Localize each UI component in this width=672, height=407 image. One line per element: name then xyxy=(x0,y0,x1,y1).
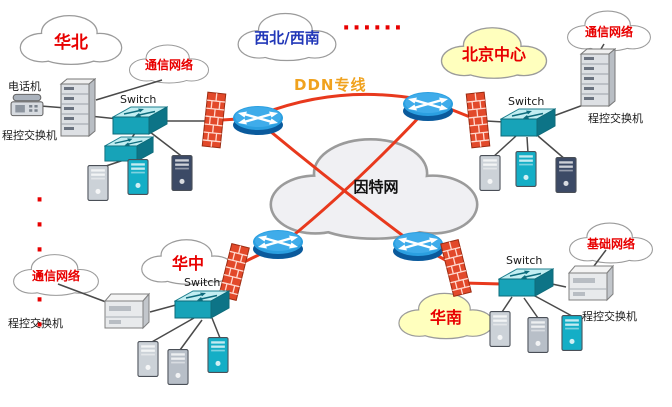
router-icon xyxy=(402,90,454,122)
firewall-icon xyxy=(440,238,472,298)
router-icon xyxy=(392,230,444,262)
cloud-base-network-br: 基础网络 xyxy=(568,220,654,266)
pbx-cabinet-icon xyxy=(104,293,150,329)
pc-tower-icon xyxy=(137,341,159,377)
region-northwest-label: 西北/西南 xyxy=(254,28,320,47)
switch-icon xyxy=(174,290,230,319)
pbx-server-stack-icon xyxy=(580,48,616,107)
pc-tower-icon xyxy=(561,315,583,351)
cloud-region-central: 华中 xyxy=(140,236,236,288)
pc-tower-icon xyxy=(167,349,189,385)
switch-icon xyxy=(112,106,168,135)
pbx-label-bl: 程控交换机 xyxy=(8,317,63,330)
pc-tower-icon xyxy=(207,337,229,373)
comm-network-bl-label: 通信网络 xyxy=(31,268,80,283)
pbx-label-br: 程控交换机 xyxy=(582,310,637,323)
cloud-beijing-center: 北京中心 xyxy=(438,24,550,82)
region-north-label: 华北 xyxy=(54,32,88,53)
switch-label-bl: Switch xyxy=(184,276,221,289)
telephone-icon xyxy=(10,93,44,117)
base-network-br-label: 基础网络 xyxy=(586,236,635,251)
pc-tower-icon xyxy=(555,157,577,193)
switch-label-tl: Switch xyxy=(120,93,157,106)
switch-icon xyxy=(500,108,556,137)
comm-network-tr-label: 通信网络 xyxy=(584,24,633,39)
pc-tower-icon xyxy=(127,159,149,195)
router-icon xyxy=(252,228,304,260)
pc-tower-icon xyxy=(489,311,511,347)
pbx-cabinet-icon xyxy=(568,265,614,301)
region-south-label: 华南 xyxy=(429,308,462,327)
pbx-label-tr: 程控交换机 xyxy=(588,112,643,125)
router-icon xyxy=(232,104,284,136)
pc-tower-icon xyxy=(479,155,501,191)
beijing-center-label: 北京中心 xyxy=(461,45,526,64)
internet-label: 因特网 xyxy=(353,178,399,196)
ellipsis-top: ······ xyxy=(342,16,405,41)
pc-tower-icon xyxy=(171,155,193,191)
region-central-label: 华中 xyxy=(171,254,204,273)
cloud-region-northwest: 西北/西南 xyxy=(234,10,340,64)
pc-tower-icon xyxy=(87,165,109,201)
switch-icon xyxy=(498,268,554,297)
pbx-server-stack-icon xyxy=(60,78,96,137)
firewall-icon xyxy=(201,91,227,149)
cloud-comm-network-bl: 通信网络 xyxy=(12,250,100,300)
cloud-region-north: 华北 xyxy=(18,12,124,68)
cloud-region-south: 华南 xyxy=(396,290,496,342)
switch-label-br: Switch xyxy=(506,254,543,267)
switch-label-tr: Switch xyxy=(508,95,545,108)
ellipsis-left: ······ xyxy=(27,188,52,338)
pbx-label-tl: 程控交换机 xyxy=(2,129,57,142)
ddn-line-label: DDN专线 xyxy=(294,76,367,94)
cloud-comm-network-tr: 通信网络 xyxy=(566,8,652,54)
telephone-label: 电话机 xyxy=(8,80,41,93)
pc-tower-icon xyxy=(515,151,537,187)
cloud-comm-network-tl: 通信网络 xyxy=(128,42,210,86)
comm-network-tl-label: 通信网络 xyxy=(144,57,193,72)
pc-tower-icon xyxy=(527,317,549,353)
